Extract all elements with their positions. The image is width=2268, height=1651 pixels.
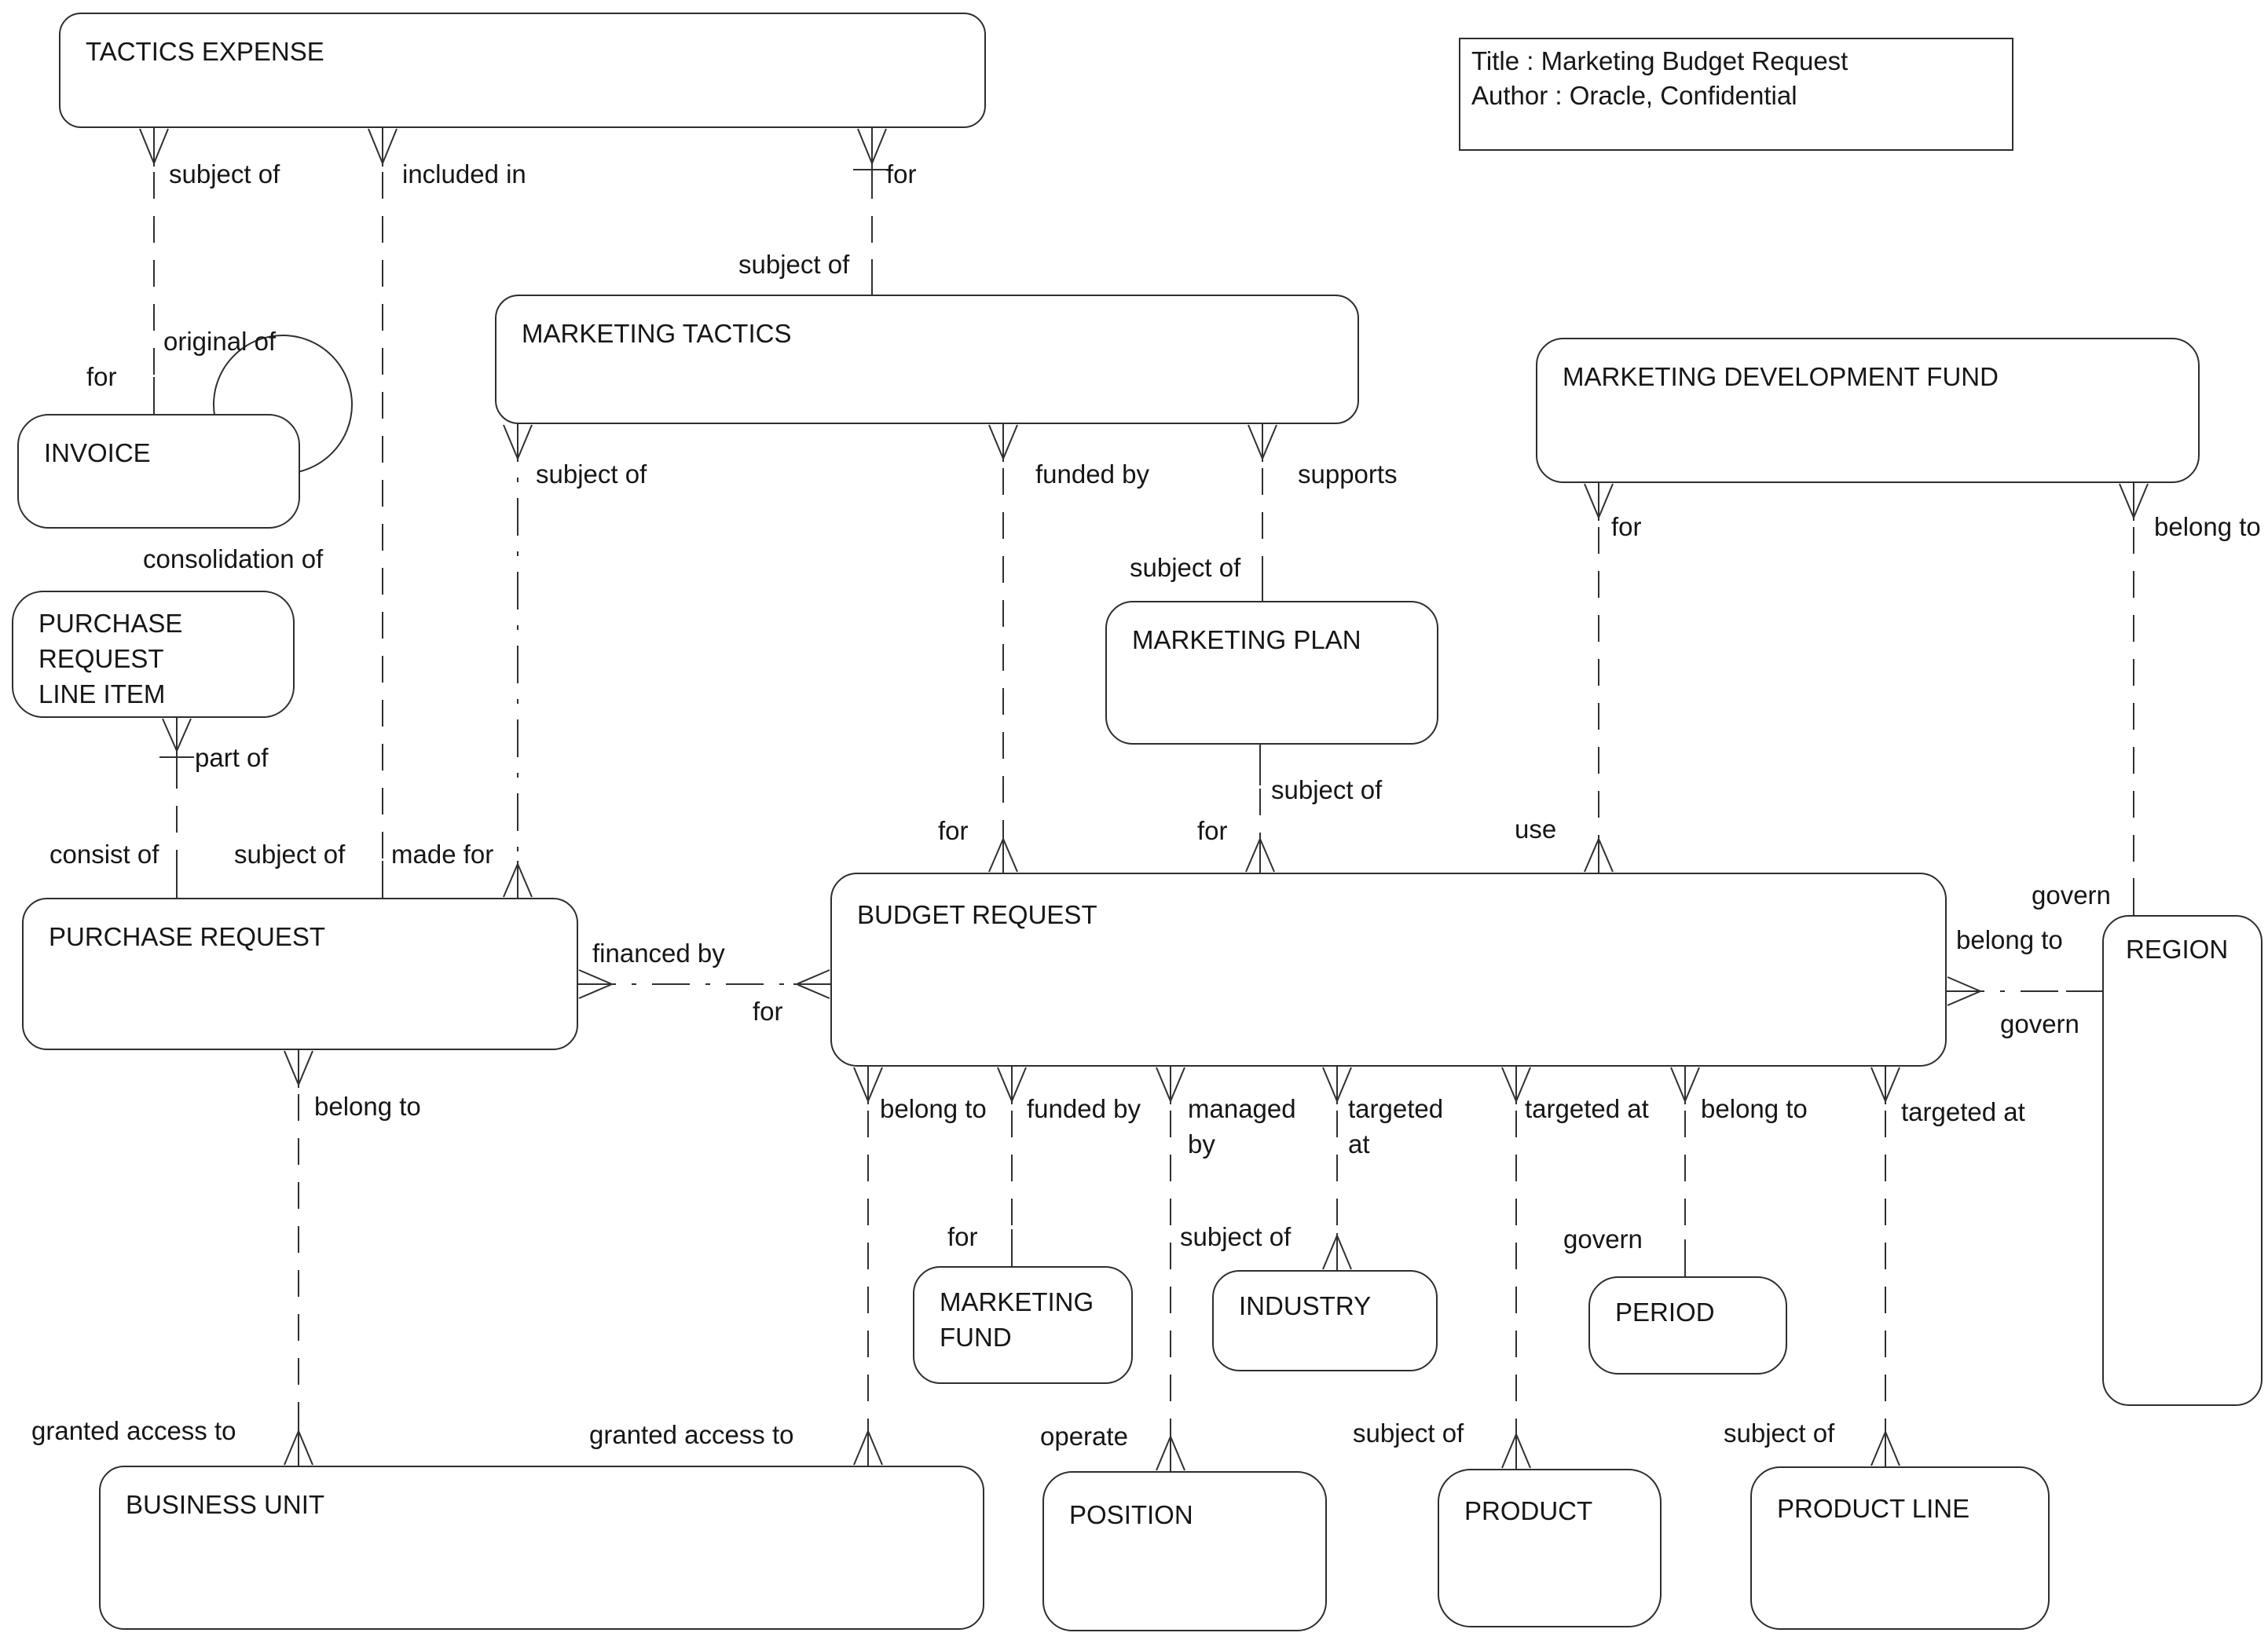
rel-label-belong-to: belong to [880, 1094, 987, 1123]
rel-label-subject-of: subject of [1353, 1419, 1464, 1448]
connector-tacticsexpense-invoice [139, 128, 169, 414]
entity-budget-request[interactable]: BUDGET REQUEST [830, 873, 1947, 1067]
entity-marketing-fund[interactable]: MARKETING FUND [913, 1266, 1133, 1384]
rel-label-for: for [947, 1222, 978, 1251]
entity-purchase-request[interactable]: PURCHASE REQUEST [22, 898, 578, 1050]
connector-mdf-budgetrequest [1584, 483, 1614, 873]
rel-label-subject-of: subject of [536, 459, 647, 489]
entity-marketing-tactics[interactable]: MARKETING TACTICS [495, 295, 1359, 424]
connector-budgetrequest-productline [1870, 1067, 1900, 1466]
rel-label-belong-to: belong to [1956, 925, 2063, 954]
rel-label-govern: govern [1563, 1225, 1643, 1254]
rel-label-subject-of: subject of [1271, 775, 1383, 804]
rel-label-subject-of: subject of [1724, 1419, 1835, 1448]
connector-purchaserequest-budgetrequest [578, 969, 830, 999]
entity-invoice[interactable]: INVOICE [17, 414, 300, 529]
rel-label-consolidation-of: consolidation of [143, 544, 324, 573]
rel-label-granted-access-to: granted access to [589, 1420, 794, 1449]
entity-marketing-development-fund[interactable]: MARKETING DEVELOPMENT FUND [1536, 338, 2200, 483]
rel-label-for: for [1197, 816, 1228, 845]
rel-label-belong-to: belong to [2154, 512, 2261, 541]
rel-label-for: for [1611, 512, 1642, 541]
diagram-title: Title : Marketing Budget Request [1471, 46, 1848, 75]
rel-label-subject-of: subject of [169, 159, 280, 189]
rel-label-part-of: part of [195, 743, 269, 772]
rel-label-for: for [886, 159, 917, 189]
entity-purchase-request-line-item[interactable]: PURCHASE REQUEST LINE ITEM [12, 591, 295, 718]
rel-label-operate: operate [1040, 1422, 1128, 1451]
rel-label-financed-by: financed by [592, 939, 725, 968]
entity-business-unit[interactable]: BUSINESS UNIT [99, 1466, 984, 1630]
connector-budgetrequest-period [1670, 1067, 1700, 1276]
connector-budgetrequest-region [1947, 976, 2102, 1006]
rel-label-subject-of: subject of [1130, 553, 1241, 582]
diagram-title-box: Title : Marketing Budget Request Author … [1459, 38, 2013, 151]
entity-tactics-expense[interactable]: TACTICS EXPENSE [59, 13, 986, 128]
rel-label-funded-by: funded by [1035, 459, 1149, 489]
rel-label-subject-of: subject of [738, 250, 850, 279]
entity-industry[interactable]: INDUSTRY [1212, 1270, 1438, 1371]
entity-position[interactable]: POSITION [1042, 1471, 1327, 1631]
connector-marketingplan-budgetrequest [1245, 745, 1275, 873]
rel-label-for: for [938, 816, 969, 845]
rel-label-original-of: original of [163, 327, 277, 356]
diagram-author: Author : Oracle, Confidential [1471, 80, 1797, 110]
rel-label-targeted-at: targeted at [1348, 1094, 1444, 1159]
rel-label-use: use [1515, 815, 1557, 844]
connector-budgetrequest-businessunit [853, 1067, 883, 1466]
entity-region[interactable]: REGION [2102, 915, 2263, 1406]
rel-label-managed-by: managed by [1188, 1094, 1296, 1159]
connector-marketingtactics-budgetrequest [988, 424, 1018, 873]
connector-mdf-region [2119, 483, 2149, 915]
connector-marketingtactics-purchaserequest [503, 424, 533, 898]
rel-label-targeted-at: targeted at [1901, 1097, 2025, 1126]
connector-budgetrequest-marketingfund [997, 1067, 1027, 1266]
rel-label-funded-by: funded by [1027, 1094, 1141, 1123]
rel-label-subject-of: subject of [234, 840, 346, 869]
rel-label-made-for: made for [391, 840, 494, 869]
rel-label-consist-of: consist of [49, 840, 159, 869]
rel-label-for: for [753, 997, 783, 1026]
rel-label-supports: supports [1298, 459, 1398, 489]
connector-budgetrequest-product [1501, 1067, 1531, 1469]
rel-label-targeted-at: targeted at [1525, 1094, 1649, 1123]
rel-label-included-in: included in [402, 159, 526, 189]
entity-marketing-plan[interactable]: MARKETING PLAN [1105, 601, 1438, 745]
connector-tacticsexpense-purchaserequest [368, 128, 398, 898]
rel-label-govern: govern [2032, 880, 2111, 910]
connector-tacticsexpense-marketingtactics [853, 128, 891, 295]
rel-label-belong-to: belong to [1701, 1094, 1808, 1123]
rel-label-govern: govern [2000, 1009, 2079, 1038]
connector-budgetrequest-industry [1322, 1067, 1352, 1270]
rel-label-for: for [86, 362, 117, 391]
entity-product-line[interactable]: PRODUCT LINE [1750, 1466, 2050, 1630]
rel-label-subject-of: subject of [1180, 1222, 1292, 1251]
entity-product[interactable]: PRODUCT [1438, 1469, 1662, 1627]
rel-label-granted-access-to: granted access to [31, 1416, 236, 1445]
rel-label-belong-to: belong to [314, 1092, 421, 1121]
connector-budgetrequest-position [1156, 1067, 1185, 1471]
connector-purchaserequest-businessunit [284, 1050, 313, 1466]
connector-marketingtactics-marketingplan [1248, 424, 1277, 601]
entity-period[interactable]: PERIOD [1588, 1276, 1787, 1375]
connector-prlineitem-purchaserequest [159, 718, 194, 898]
